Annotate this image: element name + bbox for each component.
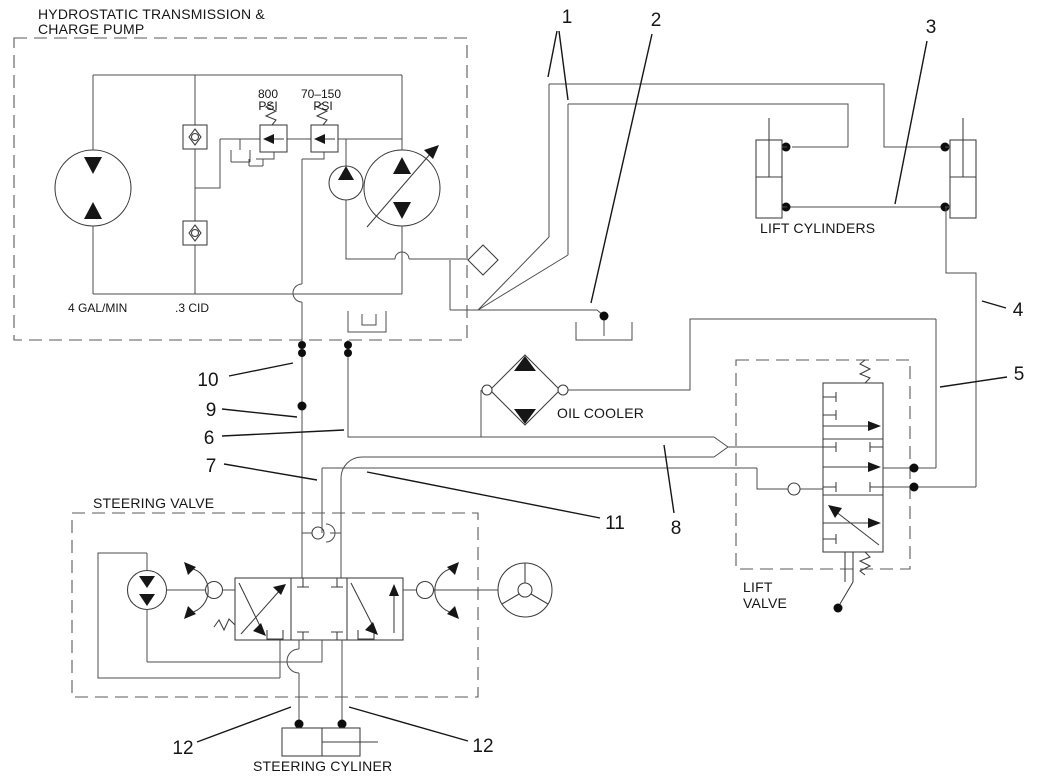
lift-cylinder-right xyxy=(945,118,977,219)
callout-5: 5 xyxy=(1014,364,1025,385)
relief1-value: 800 xyxy=(258,87,278,101)
transmission-title-line1: HYDROSTATIC TRANSMISSION & xyxy=(38,6,265,22)
relief-valve-800psi: 800 PSI xyxy=(248,87,288,167)
tank-symbol-nested xyxy=(347,311,387,333)
mid-plumbing xyxy=(292,159,823,578)
lift-cylinders-section: LIFT CYLINDERS xyxy=(549,83,977,487)
callouts: 1 2 3 4 5 6 7 8 9 10 11 12 12 xyxy=(172,7,1024,759)
oil-cooler-section: OIL COOLER xyxy=(349,318,936,438)
callout-12-left: 12 xyxy=(172,738,193,759)
coupler-diamond-icon xyxy=(467,244,499,276)
callout-4: 4 xyxy=(1013,300,1024,321)
displacement-label: .3 CID xyxy=(175,301,209,315)
lift-valve-label-line1: LIFT xyxy=(743,579,773,595)
callout-3: 3 xyxy=(926,17,937,38)
callout-9: 9 xyxy=(206,400,217,421)
steering-wheel-icon xyxy=(497,562,553,618)
callout-12-right: 12 xyxy=(472,736,493,757)
callout-11: 11 xyxy=(605,513,625,534)
steering-valve-dashed-box xyxy=(71,512,479,698)
lift-valve-dashed-box xyxy=(735,359,911,570)
reservoir-symbol xyxy=(575,322,633,341)
charge-pump-symbol xyxy=(328,139,468,260)
steering-valve-label: STEERING VALVE xyxy=(93,495,214,511)
tank-symbol-relief-drain xyxy=(230,139,251,163)
charge-outlet-junction xyxy=(449,84,633,341)
relief-valve-70-150psi: 70–150 PSI xyxy=(301,87,341,160)
oil-cooler-label: OIL COOLER xyxy=(557,405,644,421)
rotation-arrow-right xyxy=(434,562,459,619)
flow-rating-label: 4 GAL/MIN xyxy=(68,301,127,315)
relief1-unit: PSI xyxy=(258,99,277,113)
transmission-dashed-box xyxy=(13,37,468,341)
steering-valve-section: STEERING VALVE xyxy=(71,495,553,728)
hydrostatic-transmission-section: HYDROSTATIC TRANSMISSION & CHARGE PUMP xyxy=(13,6,468,341)
hydrostatic-motor-symbol xyxy=(54,149,132,227)
steering-valve-body xyxy=(234,577,404,641)
variable-pump-symbol xyxy=(363,145,441,228)
hydrostatic-loop-lines xyxy=(92,74,403,295)
callout-6: 6 xyxy=(204,428,215,449)
callout-10: 10 xyxy=(197,370,218,391)
callout-2: 2 xyxy=(651,10,662,31)
check-valve-column xyxy=(182,75,221,294)
transmission-title-line2: CHARGE PUMP xyxy=(38,21,144,37)
relief2-value: 70–150 xyxy=(301,87,341,101)
callout-8: 8 xyxy=(671,518,682,539)
steering-cylinder-label: STEERING CYLINER xyxy=(253,758,392,774)
lift-valve-label-line2: VALVE xyxy=(743,595,787,611)
lift-valve-section: LIFT VALVE xyxy=(735,359,976,613)
steering-cylinder-section: STEERING CYLINER xyxy=(253,719,392,774)
callout-1: 1 xyxy=(562,7,573,28)
callout-7: 7 xyxy=(206,456,217,477)
lift-cylinders-label: LIFT CYLINDERS xyxy=(760,220,875,236)
rotation-arrow-left xyxy=(184,562,209,619)
gerotor-pump-symbol xyxy=(126,553,168,662)
relief2-unit: PSI xyxy=(313,99,332,113)
lift-cylinder-left xyxy=(755,118,787,219)
